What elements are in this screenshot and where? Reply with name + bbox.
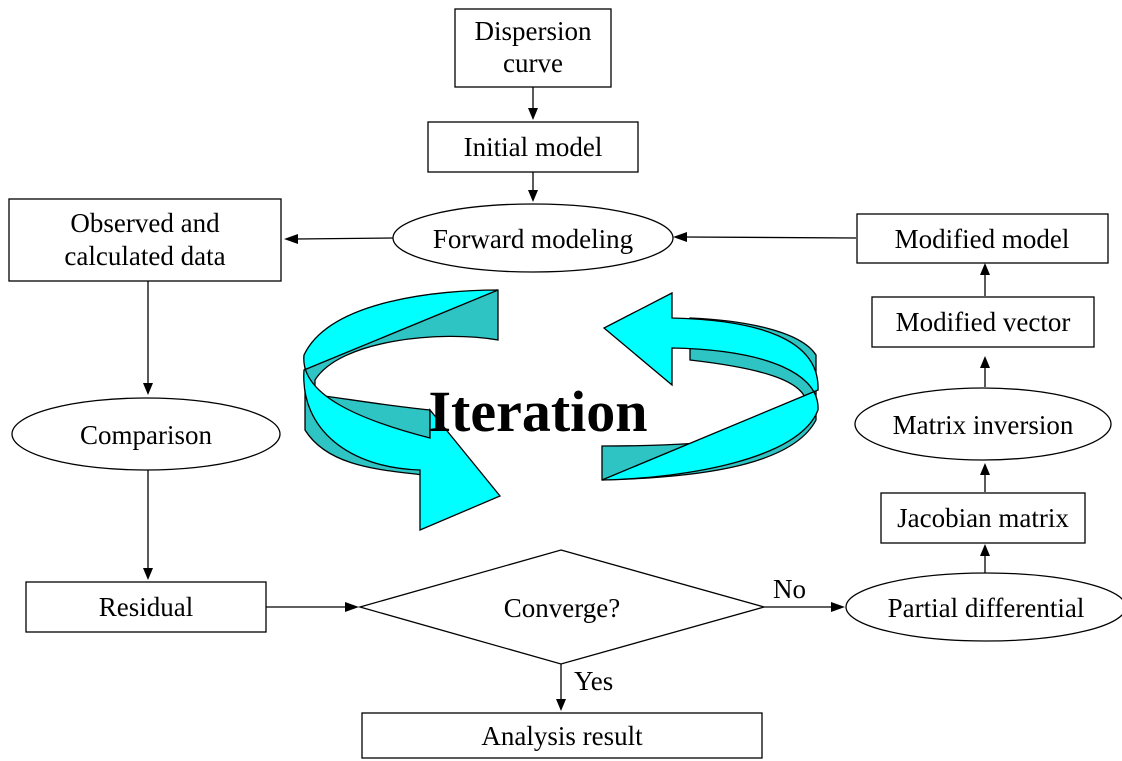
residual-label: Residual [99, 592, 194, 622]
dispersion-curve-line1: Dispersion [475, 16, 592, 46]
observed-calculated-line2: calculated data [64, 241, 225, 271]
node-comparison: Comparison [11, 397, 281, 471]
node-forward-modeling: Forward modeling [392, 203, 674, 273]
node-modified-vector: Modified vector [871, 296, 1095, 348]
edge-label-yes: Yes [574, 666, 613, 696]
node-observed-calculated: Observed and calculated data [8, 198, 282, 282]
node-partial-differential: Partial differential [845, 572, 1122, 642]
iteration-cycle-icon [303, 289, 819, 531]
node-jacobian-matrix: Jacobian matrix [880, 492, 1086, 544]
dispersion-curve-line2: curve [503, 48, 563, 78]
right-cycle-arrow-top [601, 291, 819, 481]
node-modified-model: Modified model [856, 213, 1109, 264]
matrix-inversion-label: Matrix inversion [893, 410, 1074, 440]
node-residual: Residual [25, 581, 267, 633]
left-cycle-arrow-top [303, 289, 502, 531]
analysis-result-label: Analysis result [481, 721, 643, 751]
initial-model-label: Initial model [464, 132, 603, 162]
node-dispersion-curve: Dispersion curve [454, 8, 612, 88]
edge-label-no: No [773, 574, 806, 604]
modified-model-label: Modified model [895, 224, 1070, 254]
node-converge: Converge? [357, 549, 767, 665]
jacobian-matrix-label: Jacobian matrix [897, 503, 1069, 533]
node-analysis-result: Analysis result [361, 712, 763, 759]
modified-vector-label: Modified vector [896, 307, 1071, 337]
comparison-label: Comparison [80, 420, 212, 450]
node-initial-model: Initial model [427, 121, 639, 173]
node-matrix-inversion: Matrix inversion [854, 387, 1112, 461]
converge-label: Converge? [504, 593, 620, 623]
iteration-label: Iteration [428, 379, 647, 444]
partial-differential-label: Partial differential [888, 593, 1085, 623]
observed-calculated-line1: Observed and [70, 208, 220, 238]
edges [143, 87, 990, 711]
forward-modeling-label: Forward modeling [433, 224, 633, 254]
